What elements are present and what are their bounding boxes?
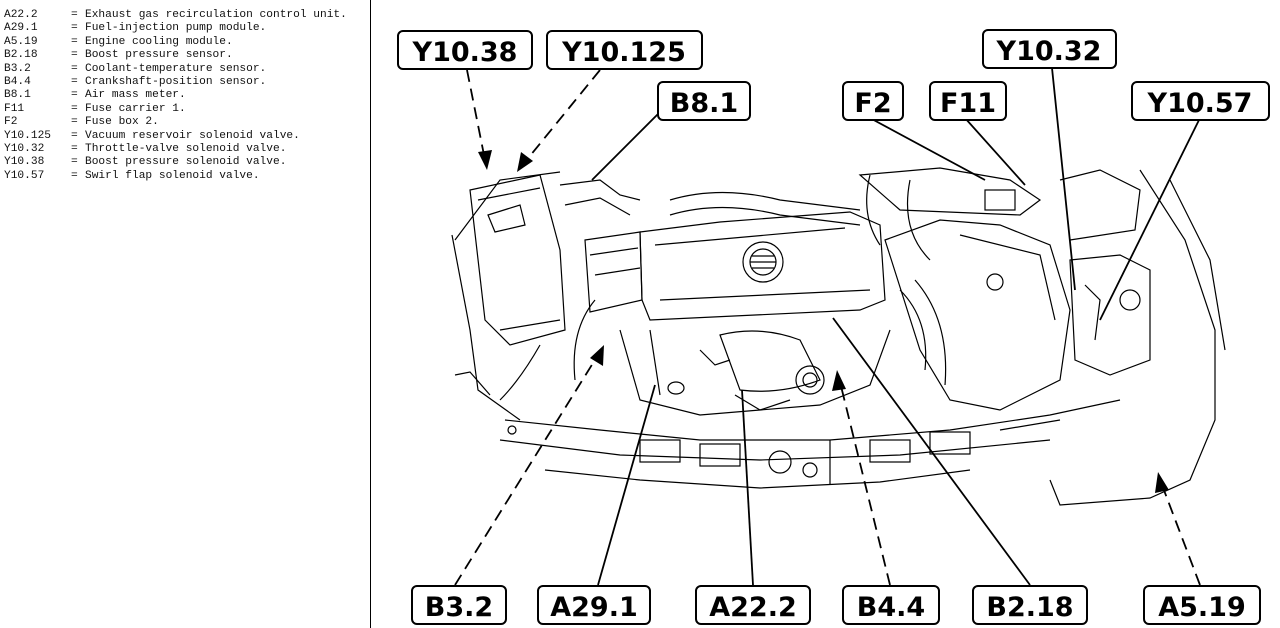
callout-a22-2: A22.2 [695, 585, 811, 625]
callout-f11-label: F11 [940, 88, 996, 119]
callout-leaders [454, 67, 1201, 586]
callout-b3-2: B3.2 [411, 585, 507, 625]
legend-description: Engine cooling module. [85, 35, 233, 48]
legend-description: Throttle-valve solenoid valve. [85, 143, 287, 156]
callout-y10-125: Y10.125 [546, 30, 703, 70]
legend-separator: = [71, 89, 78, 102]
legend-code: Y10.38 [4, 156, 45, 169]
legend-code: Y10.125 [4, 129, 51, 142]
legend-row: A5.19 = Engine cooling module. [4, 36, 366, 49]
legend-row: Y10.32 = Throttle-valve solenoid valve. [4, 143, 366, 156]
legend-separator: = [71, 62, 78, 75]
callout-b3-2-label: B3.2 [425, 592, 493, 623]
callout-a5-19-label: A5.19 [1158, 592, 1246, 623]
legend-separator: = [71, 129, 78, 142]
callout-b4-4-label: B4.4 [857, 592, 925, 623]
legend-separator: = [71, 102, 78, 115]
legend-separator: = [71, 76, 78, 89]
callout-y10-57-label: Y10.57 [1147, 88, 1253, 119]
callout-a5-19: A5.19 [1143, 585, 1261, 625]
legend-separator: = [71, 169, 78, 182]
legend-separator: = [71, 116, 78, 129]
legend-description: Swirl flap solenoid valve. [85, 169, 260, 182]
engine-line-art [451, 167, 1226, 506]
legend-row: Y10.125 = Vacuum reservoir solenoid valve. [4, 130, 366, 143]
callout-f2-label: F2 [854, 88, 891, 119]
component-legend: A22.2 = Exhaust gas recirculation control … [4, 9, 366, 183]
callout-b2-18-label: B2.18 [986, 592, 1073, 623]
legend-description: Air mass meter. [85, 89, 186, 102]
callout-b8-1-label: B8.1 [670, 88, 738, 119]
callout-b8-1: B8.1 [657, 81, 751, 121]
legend-row: B3.2 = Coolant-temperature sensor. [4, 63, 366, 76]
legend-description: Fuse box 2. [85, 116, 159, 129]
callout-a29-1-label: A29.1 [550, 592, 638, 623]
legend-code: Y10.57 [4, 169, 45, 182]
callout-y10-38-label: Y10.38 [412, 37, 518, 68]
legend-separator: = [71, 49, 78, 62]
legend-row: A22.2 = Exhaust gas recirculation control … [4, 9, 366, 22]
legend-separator: = [71, 35, 78, 48]
legend-description: Fuel-injection pump module. [85, 22, 267, 35]
legend-description: Boost pressure sensor. [85, 49, 233, 62]
callout-y10-32: Y10.32 [982, 29, 1117, 69]
legend-code: A22.2 [4, 9, 38, 21]
callout-a29-1: A29.1 [537, 585, 651, 625]
legend-code: B4.4 [4, 76, 31, 89]
callout-f2: F2 [842, 81, 904, 121]
legend-description: Boost pressure solenoid valve. [85, 156, 287, 169]
legend-row: A29.1 = Fuel-injection pump module. [4, 22, 366, 35]
callout-y10-125-label: Y10.125 [561, 37, 686, 68]
callout-y10-32-label: Y10.32 [996, 36, 1102, 67]
legend-code: A5.19 [4, 35, 38, 48]
legend-row: F11 = Fuse carrier 1. [4, 103, 366, 116]
legend-row: Y10.38 = Boost pressure solenoid valve. [4, 156, 366, 169]
legend-row: F2 = Fuse box 2. [4, 116, 366, 129]
legend-description: Exhaust gas recirculation control unit. [85, 9, 347, 21]
legend-code: B8.1 [4, 89, 31, 102]
callout-y10-38: Y10.38 [397, 30, 533, 70]
legend-code: F11 [4, 102, 25, 115]
legend-separator: = [71, 143, 78, 156]
callout-y10-57: Y10.57 [1131, 81, 1270, 121]
legend-separator: = [71, 22, 78, 35]
legend-code: Y10.32 [4, 143, 45, 156]
legend-row: B8.1 = Air mass meter. [4, 89, 366, 102]
legend-row: B4.4 = Crankshaft-position sensor. [4, 76, 366, 89]
legend-code: B3.2 [4, 62, 31, 75]
legend-description: Crankshaft-position sensor. [85, 76, 267, 89]
legend-description: Coolant-temperature sensor. [85, 62, 267, 75]
legend-separator: = [71, 9, 78, 21]
legend-row: Y10.57 = Swirl flap solenoid valve. [4, 170, 366, 183]
callout-b2-18: B2.18 [972, 585, 1088, 625]
callout-b4-4: B4.4 [842, 585, 940, 625]
legend-description: Fuse carrier 1. [85, 102, 186, 115]
legend-code: B2.18 [4, 49, 38, 62]
legend-description: Vacuum reservoir solenoid valve. [85, 129, 300, 142]
callout-a22-2-label: A22.2 [709, 592, 797, 623]
legend-separator: = [71, 156, 78, 169]
legend-row: B2.18 = Boost pressure sensor. [4, 49, 366, 62]
callout-f11: F11 [929, 81, 1007, 121]
legend-code: F2 [4, 116, 18, 129]
panel-divider [370, 0, 371, 628]
legend-code: A29.1 [4, 22, 38, 35]
